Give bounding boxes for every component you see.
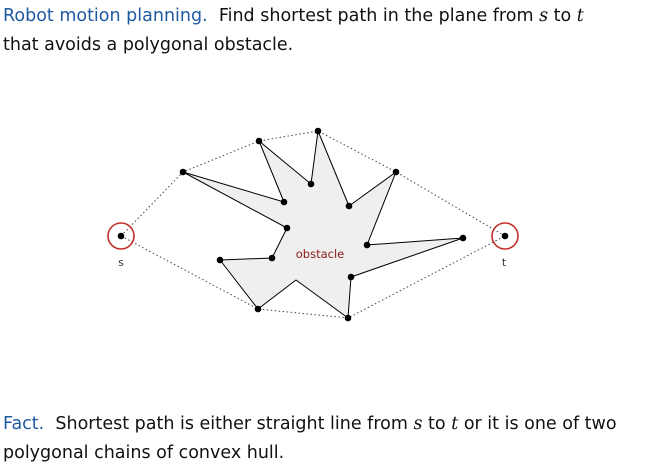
intro-text-1: Find shortest path in the plane from <box>218 6 534 26</box>
vertex-dot <box>179 168 187 176</box>
intro-text-2: to <box>553 6 572 26</box>
vertex-dot <box>392 168 400 176</box>
obstacle-vertices <box>179 127 467 322</box>
vertex-dot <box>307 180 315 188</box>
vertex-dot <box>254 305 262 313</box>
intro-var-t: t <box>576 6 584 26</box>
vertex-dot <box>314 127 322 135</box>
lower-hull-chain <box>120 235 506 319</box>
vertex-dot <box>347 273 355 281</box>
vertex-dot <box>216 256 224 264</box>
fact-text-3: or it is one of two <box>463 414 617 434</box>
end-ring <box>491 222 519 250</box>
fact-text-2: to <box>428 414 446 434</box>
start-label: s <box>118 256 124 269</box>
convex-hull-chains <box>120 130 506 319</box>
intro-paragraph: Robot motion planning. Find shortest pat… <box>3 2 584 60</box>
vertex-dot <box>363 241 371 249</box>
fact-heading: Fact. <box>3 414 45 434</box>
start-ring <box>107 222 135 250</box>
vertex-dot <box>255 137 263 145</box>
obstacle-polygon <box>182 130 464 319</box>
start-dot <box>117 232 125 240</box>
intro-text-3: that avoids a polygonal obstacle. <box>3 35 294 55</box>
intro-var-s: s <box>539 6 549 26</box>
fact-paragraph: Fact. Shortest path is either straight l… <box>3 410 617 468</box>
end-dot <box>501 232 509 240</box>
vertex-dot <box>345 202 353 210</box>
fact-text-1: Shortest path is either straight line fr… <box>55 414 408 434</box>
fact-var-t: t <box>451 414 459 434</box>
start-point: s <box>107 222 135 269</box>
end-label: t <box>502 256 507 269</box>
fact-var-s: s <box>413 414 423 434</box>
vertex-dot <box>283 224 291 232</box>
vertex-dot <box>344 314 352 322</box>
vertex-dot <box>280 198 288 206</box>
end-point: t <box>491 222 519 269</box>
vertex-dot <box>459 234 467 242</box>
upper-hull-chain <box>120 130 506 237</box>
intro-heading: Robot motion planning. <box>3 6 208 26</box>
vertex-dot <box>268 254 276 262</box>
fact-text-4: polygonal chains of convex hull. <box>3 443 285 463</box>
obstacle-label: obstacle <box>296 247 344 261</box>
